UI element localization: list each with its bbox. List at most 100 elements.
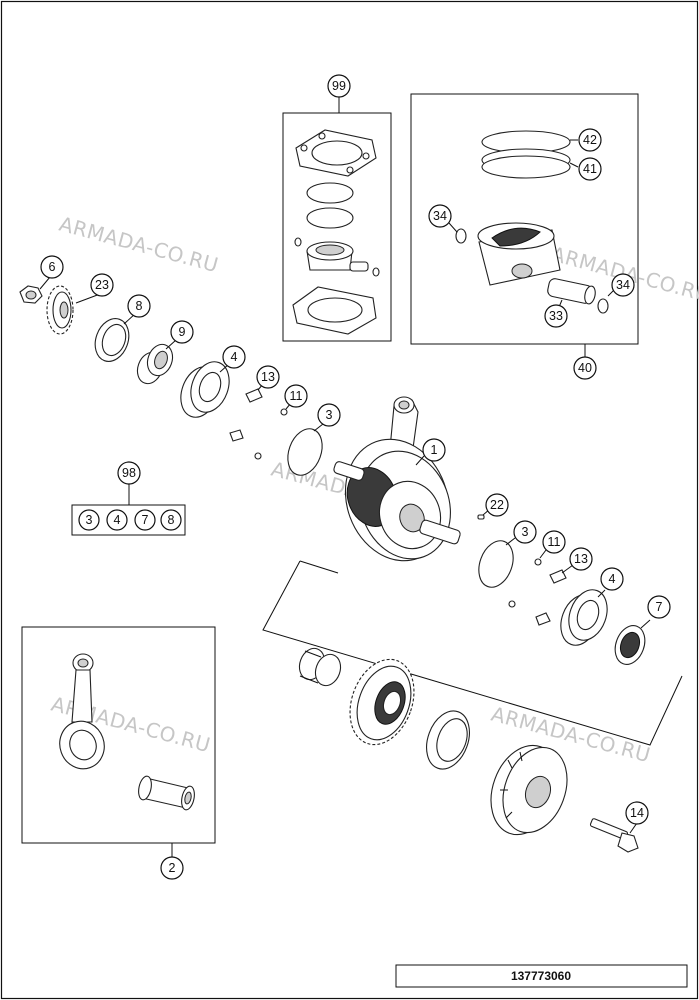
callout-22: 22 [485,493,509,517]
callout-9: 9 [170,320,194,344]
watermark-1: ARMADA-CO.RU [57,212,221,278]
svg-text:3: 3 [86,513,93,527]
seal-ring-icon [614,625,646,665]
callout-13-right: 13 [569,547,593,571]
left-side-parts [19,276,324,476]
svg-text:41: 41 [583,162,597,176]
svg-text:34: 34 [616,278,630,292]
callout-11-left: 11 [284,384,308,408]
callout-23: 23 [90,273,114,297]
piston-kit-group [410,93,639,358]
callout-4-left: 4 [222,345,246,369]
svg-text:42: 42 [583,133,597,147]
callouts: 99 42 41 34 34 33 40 6 23 8 9 4 13 11 3 … [40,74,671,880]
piston-icon [477,222,561,286]
shim-ring-icon [478,540,514,588]
kit-98-item-4: 4 [106,509,128,531]
shim-ring-icon [287,428,323,476]
piston-icon [294,237,380,277]
bushing-icon [136,343,174,385]
gasket-icon [295,129,377,177]
callout-8: 8 [127,294,151,318]
kit-98-item-3: 3 [78,509,100,531]
callout-14: 14 [625,801,649,825]
svg-text:40: 40 [578,361,592,375]
callout-98: 98 [117,461,141,485]
right-side-parts [477,508,651,665]
callout-34-left: 34 [428,204,452,228]
crank-pin-icon [138,775,195,811]
gear-icon [46,285,74,335]
gear-icon [349,658,415,746]
svg-text:34: 34 [433,209,447,223]
svg-text:7: 7 [656,600,663,614]
svg-text:13: 13 [574,552,588,566]
base-gasket-icon [292,286,377,335]
needle-bearing-icon [298,647,342,687]
callout-4-right: 4 [600,567,624,591]
svg-text:33: 33 [549,309,563,323]
bearing-icon [180,361,230,418]
svg-text:4: 4 [609,572,616,586]
svg-text:8: 8 [168,513,175,527]
callout-41: 41 [578,157,602,181]
kit-98-item-7: 7 [134,509,156,531]
svg-text:14: 14 [630,806,644,820]
callout-3-left: 3 [317,403,341,427]
connecting-rod-icon [59,653,105,770]
freewheel-group [262,560,683,853]
svg-text:98: 98 [122,466,136,480]
svg-text:7: 7 [142,513,149,527]
svg-text:11: 11 [290,389,303,403]
svg-text:1: 1 [431,443,438,457]
svg-text:9: 9 [179,325,186,339]
dowel-icon [254,408,288,460]
bearing-icon [560,589,608,646]
piston-pin-icon [547,278,596,305]
callout-40: 40 [573,356,597,380]
svg-text:11: 11 [548,535,561,549]
callout-11-right: 11 [542,530,566,554]
svg-text:4: 4 [114,513,121,527]
nut-icon [19,285,43,304]
svg-text:23: 23 [95,278,109,292]
document-number-box: 137773060 [395,964,688,988]
svg-text:99: 99 [332,79,346,93]
kit-98-item-8: 8 [160,509,182,531]
callout-13-left: 13 [256,365,280,389]
callout-34-right: 34 [611,273,635,297]
connecting-rod-kit-group [21,626,216,857]
svg-text:8: 8 [136,299,143,313]
piston-ring-icon [306,182,354,229]
svg-text:4: 4 [231,350,238,364]
svg-text:2: 2 [169,861,176,875]
callout-1: 1 [422,438,446,462]
piston-ring-icon [481,130,571,179]
svg-text:3: 3 [326,408,333,422]
svg-text:22: 22 [490,498,504,512]
callout-42: 42 [578,128,602,152]
seal-ring-icon [94,318,130,362]
svg-text:6: 6 [49,260,56,274]
woodruff-key-icon [229,388,263,442]
dowel-icon [477,514,485,520]
freewheel-ring-icon [426,710,470,770]
gasket-set-group [282,97,392,342]
bolt-icon [589,818,639,853]
flywheel-hub-icon [490,744,568,836]
woodruff-key-icon [535,569,567,626]
callout-99: 99 [327,74,351,98]
callout-33: 33 [544,304,568,328]
callout-6: 6 [40,255,64,279]
svg-text:13: 13 [261,370,275,384]
callout-2: 2 [160,856,184,880]
dowel-icon [508,558,542,608]
circlip-icon [455,228,609,314]
document-number: 137773060 [511,969,571,983]
crankshaft-icon [333,396,461,562]
callout-7: 7 [647,595,671,619]
callout-3-right: 3 [513,520,537,544]
svg-text:3: 3 [522,525,529,539]
